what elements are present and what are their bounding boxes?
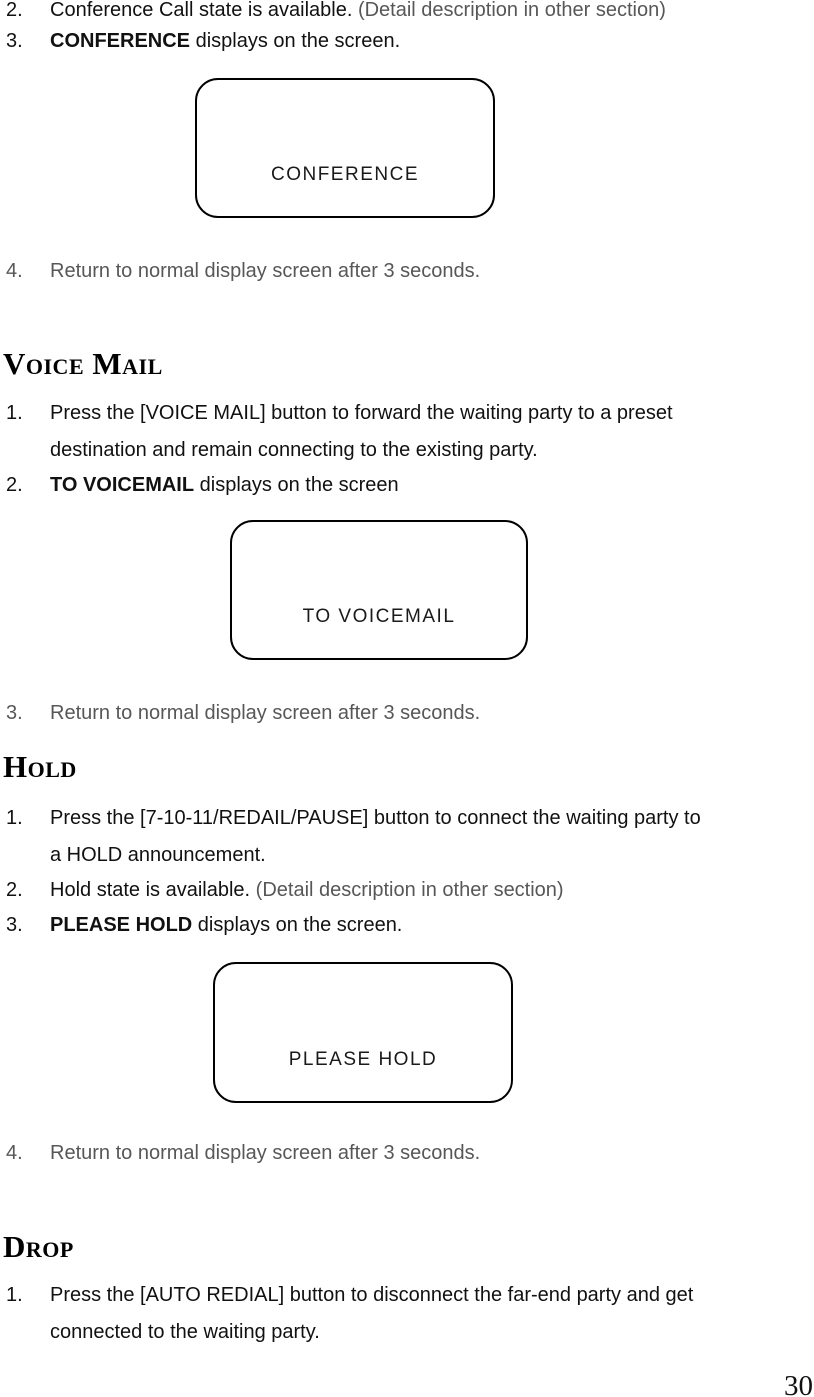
step-text: displays on the screen. <box>190 30 401 52</box>
lcd-text: TO VOICEMAIL <box>302 606 456 627</box>
conference-step-4: 4. Return to normal display screen after… <box>6 253 802 290</box>
lcd-display-conference: CONFERENCE <box>195 78 495 218</box>
list-number: 3. <box>6 702 23 724</box>
step-text-line: destination and remain connecting to the… <box>50 439 538 461</box>
step-note: (Detail description in other section) <box>255 879 564 901</box>
page-number: 30 <box>784 1370 813 1397</box>
lcd-display-to-voicemail: TO VOICEMAIL <box>230 520 528 660</box>
conference-step-2: 2. Conference Call state is available. (… <box>6 0 802 29</box>
step-keyword: CONFERENCE <box>50 30 191 52</box>
step-note: (Detail description in other section) <box>357 0 666 21</box>
hold-step-2: 2. Hold state is available. (Detail desc… <box>6 872 802 909</box>
list-number: 3. <box>6 914 23 936</box>
step-text: Return to normal display screen after 3 … <box>50 1142 481 1164</box>
step-text: Return to normal display screen after 3 … <box>50 260 481 282</box>
hold-step-1: 1. Press the [7-10-11/REDAIL/PAUSE] butt… <box>6 800 802 874</box>
voice-mail-step-1: 1. Press the [VOICE MAIL] button to forw… <box>6 395 802 469</box>
list-number: 1. <box>6 1284 23 1306</box>
lcd-text: CONFERENCE <box>270 164 419 185</box>
list-number: 1. <box>6 807 23 829</box>
step-text-line: connected to the waiting party. <box>50 1321 320 1343</box>
list-number: 2. <box>6 474 23 496</box>
section-heading-drop: Drop <box>3 1229 74 1264</box>
voice-mail-step-3: 3. Return to normal display screen after… <box>6 695 802 732</box>
section-heading-hold: Hold <box>3 749 77 784</box>
list-number: 1. <box>6 402 23 424</box>
hold-step-3: 3. PLEASE HOLD displays on the screen. <box>6 907 802 944</box>
step-text-line: Press the [7-10-11/REDAIL/PAUSE] button … <box>50 807 701 829</box>
step-text-line: Press the [AUTO REDIAL] button to discon… <box>50 1284 694 1306</box>
list-number: 3. <box>6 30 23 52</box>
step-text-line: a HOLD announcement. <box>50 844 266 866</box>
lcd-text: PLEASE HOLD <box>288 1049 438 1070</box>
list-number: 4. <box>6 1142 23 1164</box>
step-text: Hold state is available. <box>50 879 256 901</box>
lcd-display-please-hold: PLEASE HOLD <box>213 962 513 1103</box>
step-text-line: Press the [VOICE MAIL] button to forward… <box>50 402 673 424</box>
step-text: Return to normal display screen after 3 … <box>50 702 481 724</box>
list-number: 4. <box>6 260 23 282</box>
list-number: 2. <box>6 0 23 21</box>
step-keyword: PLEASE HOLD <box>50 914 193 936</box>
hold-step-4: 4. Return to normal display screen after… <box>6 1135 802 1172</box>
list-number: 2. <box>6 879 23 901</box>
section-heading-voice-mail: Voice Mail <box>3 346 163 381</box>
step-keyword: TO VOICEMAIL <box>50 474 195 496</box>
step-text: displays on the screen. <box>192 914 403 936</box>
voice-mail-step-2: 2. TO VOICEMAIL displays on the screen <box>6 467 802 504</box>
step-text: Conference Call state is available. <box>50 0 358 21</box>
step-text: displays on the screen <box>194 474 399 496</box>
conference-step-3: 3. CONFERENCE displays on the screen. <box>6 23 802 60</box>
drop-step-1: 1. Press the [AUTO REDIAL] button to dis… <box>6 1277 802 1351</box>
